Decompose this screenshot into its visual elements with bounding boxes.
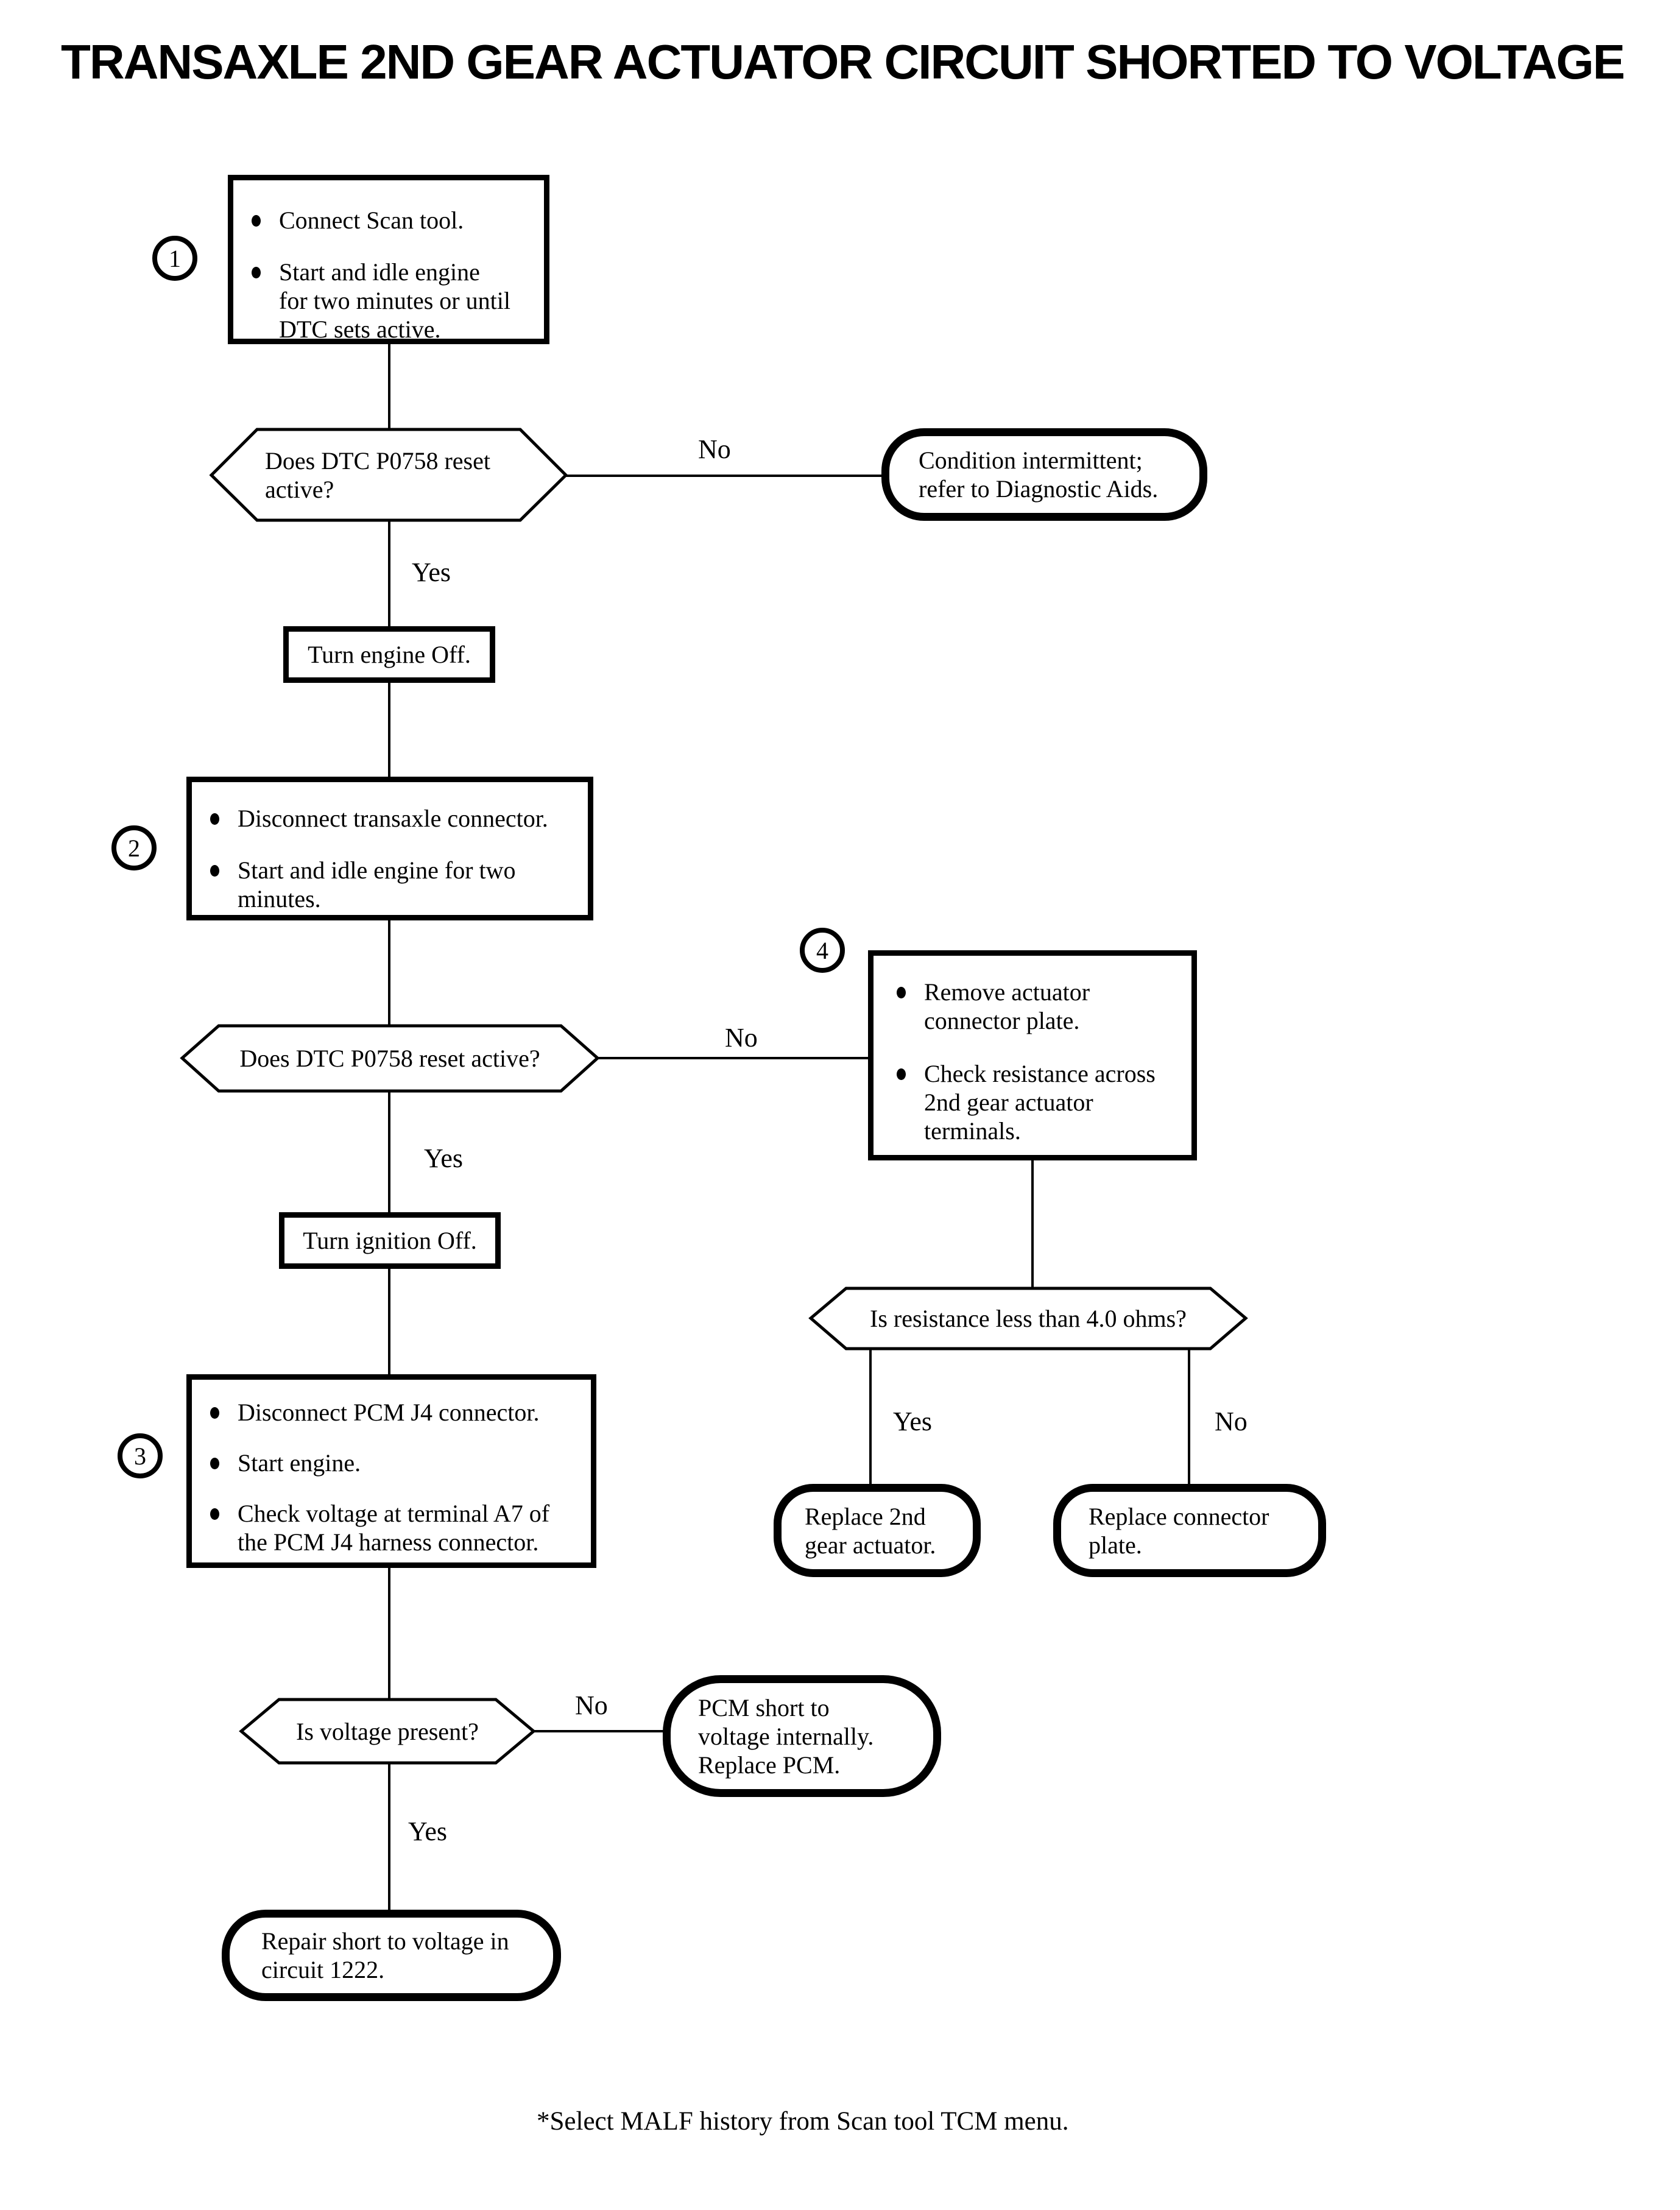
step4-item2-line3: terminals. <box>924 1117 1021 1145</box>
decision-resistance-shape <box>808 1287 1248 1350</box>
decision-dtc-reset-2-shape <box>180 1024 600 1093</box>
terminal-pcm-short-line1: PCM short to <box>698 1693 830 1721</box>
decision-voltage-shape <box>239 1698 536 1765</box>
step-marker-3: 3 <box>118 1433 163 1478</box>
list-item: Start and idle engine for two minutes or… <box>252 258 537 344</box>
bullet-icon <box>252 215 261 227</box>
step2-box: Disconnect transaxle connector. Start an… <box>186 777 593 920</box>
terminal-repair-short: Repair short to voltage in circuit 1222. <box>222 1910 561 2001</box>
bullet-icon <box>897 987 906 998</box>
decision-resistance-line1: Is resistance less than 4.0 ohms? <box>870 1305 1187 1332</box>
terminal-condition-intermittent: Condition intermittent; refer to Diagnos… <box>881 428 1207 521</box>
bullet-icon <box>210 1508 219 1520</box>
step3-item3-line1: Check voltage at terminal A7 of <box>238 1500 550 1527</box>
list-item: Connect Scan tool. <box>252 206 537 235</box>
step1-item2-line3: DTC sets active. <box>279 316 441 343</box>
list-item: Start engine. <box>210 1449 584 1477</box>
process-turn-ignition-off: Turn ignition Off. <box>279 1212 501 1269</box>
step1-item1-line1: Connect Scan tool. <box>279 207 464 234</box>
step-marker-1: 1 <box>152 236 197 281</box>
step-marker-2: 2 <box>111 825 157 870</box>
decision-voltage-line1: Is voltage present? <box>296 1717 479 1745</box>
terminal-pcm-short-line3: Replace PCM. <box>698 1751 841 1779</box>
edge-label-no-2: No <box>725 1023 758 1053</box>
terminal-replace-actuator-line2: gear actuator. <box>805 1531 936 1559</box>
page-title: TRANSAXLE 2ND GEAR ACTUATOR CIRCUIT SHOR… <box>61 35 1625 89</box>
step-marker-1-label: 1 <box>169 244 181 272</box>
step2-item2-line1: Start and idle engine for two <box>238 856 516 884</box>
decision-dtc-reset-2: Does DTC P0758 reset active? <box>182 1026 598 1091</box>
decision-dtc-reset-1-line2: active? <box>265 475 334 503</box>
decision-dtc-reset-1: Does DTC P0758 reset active? <box>211 429 566 520</box>
decision-voltage: Is voltage present? <box>241 1700 534 1763</box>
terminal-repair-short-line1: Repair short to voltage in <box>261 1927 509 1955</box>
terminal-replace-plate-line1: Replace connector <box>1089 1502 1269 1530</box>
step1-item2-line1: Start and idle engine <box>279 258 480 286</box>
step3-box: Disconnect PCM J4 connector. Start engin… <box>186 1374 596 1568</box>
decision-dtc-reset-1-line1: Does DTC P0758 reset <box>265 447 490 475</box>
step4-item2-line1: Check resistance across <box>924 1060 1156 1087</box>
list-item: Remove actuator connector plate. <box>897 978 1184 1035</box>
step-marker-4-label: 4 <box>816 936 828 964</box>
decision-dtc-reset-2-line1: Does DTC P0758 reset active? <box>239 1045 540 1072</box>
step4-item2-line2: 2nd gear actuator <box>924 1089 1093 1116</box>
step4-item1-line1: Remove actuator <box>924 978 1090 1006</box>
edge-label-no-4: No <box>575 1690 608 1720</box>
step3-item3-line2: the PCM J4 harness connector. <box>238 1528 539 1556</box>
terminal-repair-short-line2: circuit 1222. <box>261 1956 385 1983</box>
step4-item1-line2: connector plate. <box>924 1007 1080 1034</box>
edge-label-yes-2: Yes <box>424 1143 464 1173</box>
list-item: Disconnect transaxle connector. <box>210 804 581 833</box>
terminal-pcm-short-line2: voltage internally. <box>698 1722 874 1750</box>
terminal-condition-intermittent-line1: Condition intermittent; <box>919 447 1143 474</box>
step2-item2-line2: minutes. <box>238 885 321 913</box>
edge-label-yes-3: Yes <box>893 1407 933 1436</box>
decision-resistance: Is resistance less than 4.0 ohms? <box>811 1288 1246 1349</box>
step-marker-3-label: 3 <box>134 1442 146 1470</box>
bullet-icon <box>210 813 219 825</box>
bullet-icon <box>252 267 261 278</box>
step1-box: Connect Scan tool. Start and idle engine… <box>228 175 549 344</box>
terminal-replace-plate: Replace connector plate. <box>1053 1484 1326 1577</box>
list-item: Check voltage at terminal A7 of the PCM … <box>210 1499 584 1556</box>
edge-label-no-3: No <box>1215 1407 1248 1436</box>
step1-item2-line2: for two minutes or until <box>279 287 510 314</box>
terminal-replace-actuator-line1: Replace 2nd <box>805 1502 926 1530</box>
list-item: Check resistance across 2nd gear actuato… <box>897 1059 1184 1145</box>
step3-item1-line1: Disconnect PCM J4 connector. <box>238 1399 540 1426</box>
list-item: Disconnect PCM J4 connector. <box>210 1398 584 1427</box>
bullet-icon <box>210 1407 219 1419</box>
process-turn-ignition-off-label: Turn ignition Off. <box>303 1226 477 1254</box>
bullet-icon <box>210 1458 219 1469</box>
terminal-pcm-short: PCM short to voltage internally. Replace… <box>663 1675 941 1797</box>
step2-item1-line1: Disconnect transaxle connector. <box>238 805 548 832</box>
terminal-replace-plate-line2: plate. <box>1089 1531 1142 1559</box>
edge-label-no-1: No <box>698 434 731 464</box>
step-marker-2-label: 2 <box>128 834 140 862</box>
terminal-replace-actuator: Replace 2nd gear actuator. <box>774 1484 981 1577</box>
list-item: Start and idle engine for two minutes. <box>210 856 581 913</box>
step3-item2-line1: Start engine. <box>238 1449 361 1477</box>
step-marker-4: 4 <box>800 928 845 973</box>
footer-note: *Select MALF history from Scan tool TCM … <box>537 2107 1069 2136</box>
edge-label-yes-1: Yes <box>412 557 451 587</box>
process-turn-engine-off: Turn engine Off. <box>283 626 495 683</box>
edge-label-yes-4: Yes <box>408 1816 448 1846</box>
bullet-icon <box>210 865 219 877</box>
bullet-icon <box>897 1068 906 1080</box>
process-turn-engine-off-label: Turn engine Off. <box>308 640 471 668</box>
decision-dtc-reset-1-shape <box>209 428 568 522</box>
step4-box: Remove actuator connector plate. Check r… <box>868 950 1197 1160</box>
terminal-condition-intermittent-line2: refer to Diagnostic Aids. <box>919 475 1159 503</box>
